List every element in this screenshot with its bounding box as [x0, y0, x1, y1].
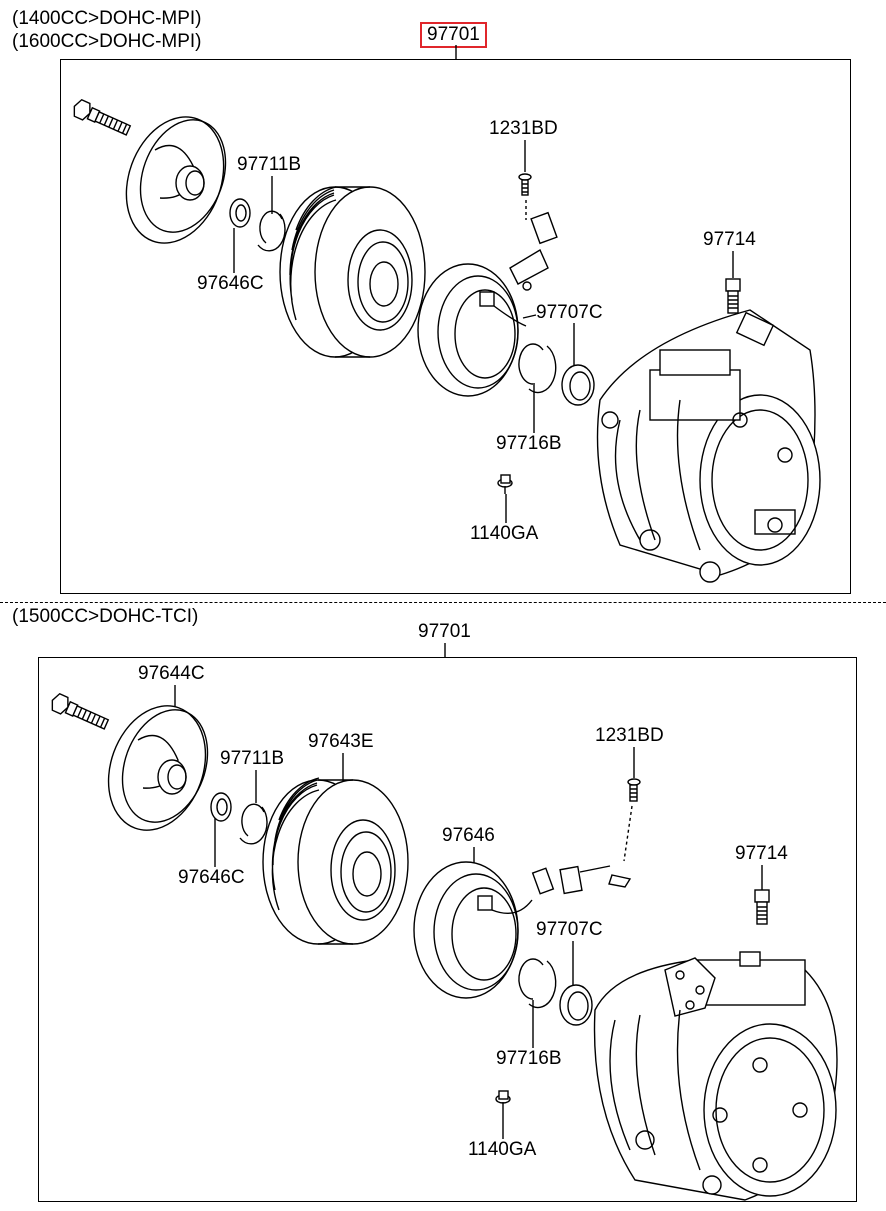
part-label-1140ga[interactable]: 1140GA [470, 523, 539, 544]
field-coil-icon [417, 211, 558, 397]
leader-lines-section-2 [174, 643, 763, 1139]
part-label-97646[interactable]: 97646 [442, 825, 495, 846]
bolt-icon [73, 98, 132, 136]
snap-ring-icon-2 [518, 343, 557, 394]
section-frame-mpi [60, 59, 851, 594]
part-label-97646c[interactable]: 97646C [197, 273, 264, 294]
bolt-small-icon-2 [495, 1090, 511, 1110]
part-label-97643e[interactable]: 97643E [308, 731, 374, 752]
condition-label-1600cc: (1600CC>DOHC-MPI) [12, 31, 202, 52]
part-label-97714[interactable]: 97714 [703, 229, 756, 250]
part-label-97716b-tci[interactable]: 97716B [496, 1048, 562, 1069]
assembly-number[interactable]: 97701 [418, 621, 471, 642]
seal-ring-icon-2 [559, 984, 593, 1026]
clutch-hub-plate-icon [125, 116, 227, 244]
bolt-small-icon [497, 474, 513, 494]
part-label-97711b-tci[interactable]: 97711B [220, 748, 285, 769]
part-label-1231bd[interactable]: 1231BD [489, 118, 558, 139]
pulley-icon [279, 186, 426, 358]
section-divider [0, 602, 886, 603]
part-label-97707c[interactable]: 97707C [536, 302, 603, 323]
snap-ring-icon-4 [518, 958, 557, 1009]
compressor-bolt-icon [725, 278, 741, 314]
pulley-icon-2 [262, 777, 409, 945]
compressor-icon [596, 309, 821, 583]
part-label-97711b[interactable]: 97711B [237, 154, 302, 175]
part-label-1140ga-tci[interactable]: 1140GA [468, 1139, 537, 1160]
compressor-icon-2 [593, 951, 838, 1201]
shim-washer-icon-2 [210, 792, 232, 822]
condition-label-1500cc: (1500CC>DOHC-TCI) [12, 606, 199, 627]
part-label-97707c-tci[interactable]: 97707C [536, 919, 603, 940]
compressor-bolt-icon-2 [754, 889, 770, 925]
snap-ring-icon [257, 210, 286, 252]
part-label-97646c-tci[interactable]: 97646C [178, 867, 245, 888]
field-coil-icon-2 [413, 861, 632, 999]
screw-icon [518, 173, 532, 220]
seal-ring-icon [561, 364, 595, 406]
snap-ring-icon-3 [239, 803, 268, 845]
part-label-1231bd-tci[interactable]: 1231BD [595, 725, 664, 746]
part-label-97644c[interactable]: 97644C [138, 663, 205, 684]
condition-label-1400cc: (1400CC>DOHC-MPI) [12, 8, 202, 29]
assembly-number-highlighted[interactable]: 97701 [420, 22, 487, 48]
shim-washer-icon [229, 198, 251, 228]
part-label-97716b[interactable]: 97716B [496, 433, 562, 454]
bolt-icon-2 [51, 692, 110, 730]
screw-icon-2 [623, 778, 641, 862]
section-frame-tci [38, 657, 857, 1202]
part-label-97714-tci[interactable]: 97714 [735, 843, 788, 864]
clutch-hub-plate-icon-2 [107, 705, 209, 831]
